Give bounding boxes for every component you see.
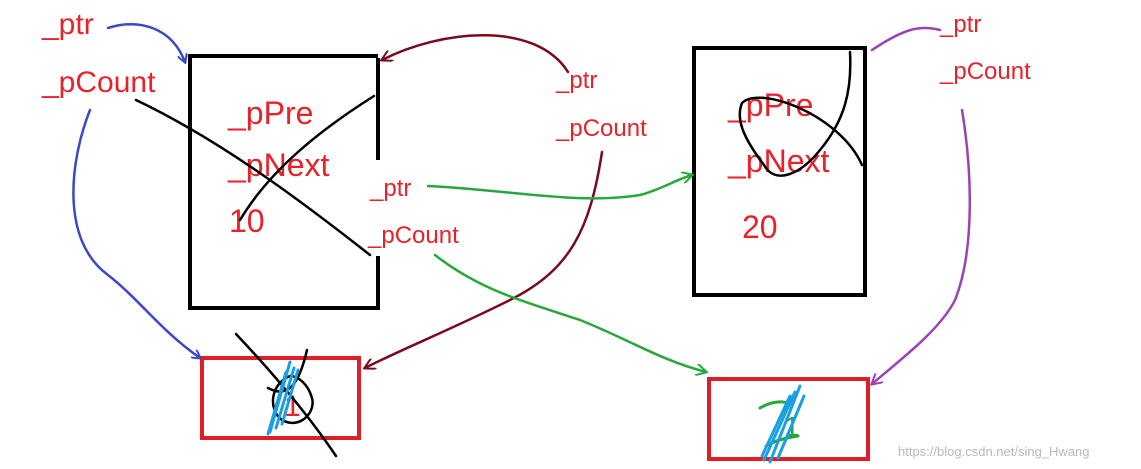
blue-arrow-pcount-to-count1 [72, 108, 200, 358]
count-right-cyan-scribble [760, 384, 806, 464]
label-node2-pnext: _pNext [727, 143, 830, 179]
label-left-pcount: _pCount [41, 66, 156, 99]
node-box-left [188, 54, 380, 310]
maroon-arrow-ptr-to-node1 [382, 34, 570, 74]
count-box-left [200, 356, 361, 440]
count-left-cyan-scribble [266, 360, 300, 436]
label-left-ptr: _ptr [41, 8, 94, 41]
label-mid-pcount: _pCount [367, 222, 459, 249]
label-node1-pnext: _pNext [227, 147, 330, 183]
node1-cross-stroke-2 [238, 94, 376, 222]
label-right-ptr: _ptr [939, 11, 981, 38]
count-box-right [707, 377, 870, 461]
green-arrow-pcount-to-count2 [433, 253, 706, 372]
purple-arrow-ptr-to-node2 [870, 26, 942, 52]
node1-cross-stroke-1 [134, 98, 372, 257]
label-node2-value: 20 [742, 209, 778, 245]
blue-arrow-ptr-to-node1 [106, 23, 185, 62]
label-mid-ptr: _ptr [369, 175, 411, 202]
node2-loop-scribble [738, 50, 864, 177]
label-node1-ppre: _pPre [227, 95, 313, 131]
label-right-pcount: _pCount [939, 58, 1031, 85]
purple-arrow-pcount-to-count2 [872, 108, 971, 384]
label-inner-ptr: _ptr [555, 67, 597, 94]
green-arrow-ptr-to-node2 [426, 175, 692, 200]
count-left-loop [271, 374, 314, 424]
label-inner-pcount: _pCount [555, 115, 647, 142]
maroon-arrow-pcount-to-count1 [365, 150, 604, 368]
watermark: https://blog.csdn.net/sing_Hwang [898, 444, 1090, 459]
